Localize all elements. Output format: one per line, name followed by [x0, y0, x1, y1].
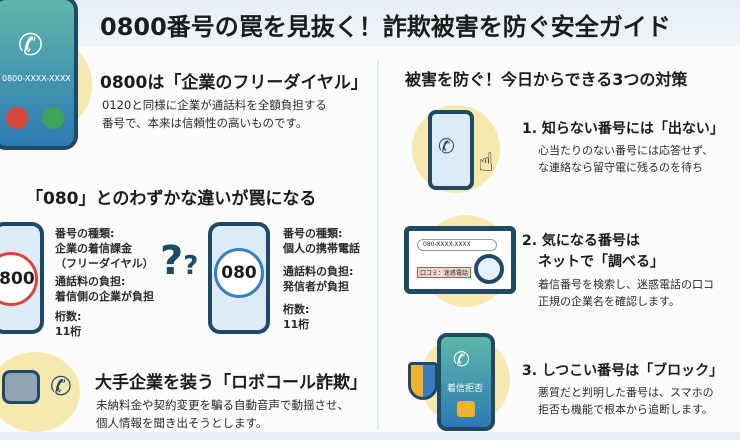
- spec-line: 番号の種類:: [283, 227, 343, 240]
- number-080-badge: 080: [214, 248, 264, 298]
- call-block-label: 着信拒否: [447, 384, 484, 394]
- pointing-hand-icon: ☝: [478, 148, 494, 178]
- phone-0800: 0800: [0, 222, 44, 334]
- decline-call-icon: [6, 107, 28, 129]
- hero-heading: 0800は「企業のフリーダイヤル」: [100, 73, 368, 93]
- column-divider: [377, 60, 379, 430]
- incoming-call-phone: ✆ 0800-XXXX-XXXX: [0, 0, 78, 150]
- phone-ringing-icon: ✆: [18, 28, 44, 63]
- phone-handset-icon: ✆: [50, 372, 72, 402]
- spec-line: 個人の携帯電話: [283, 242, 360, 255]
- tip-body-line: な連絡なら留守電に残るのを待ち: [538, 161, 703, 174]
- spec-line: 桁数:: [283, 303, 310, 316]
- review-tag: 口コミ：迷惑電話: [417, 267, 472, 278]
- title-bar: [0, 0, 740, 46]
- tip-3-body: 悪質だと判明した番号は、スマホの 拒否も機能で根本から追断します。: [538, 384, 714, 418]
- tip-2-body: 着信番号を検索し、迷惑電話の口コ 正規の企業名を確認します。: [538, 276, 714, 310]
- tip-1-title: 1. 知らない番号には「出ない」: [522, 121, 724, 137]
- spec-line: （フリーダイヤル）: [55, 257, 154, 270]
- phone-call-icon: ✆: [438, 134, 455, 158]
- robocall-body: 未納料金や契約変更を騙る自動音声で動揺させ、 個人情報を聞き出そうとします。: [96, 396, 349, 432]
- tip-3-title: 3. しつこい番号は「ブロック」: [522, 363, 724, 379]
- hero-body-line: 0120と同様に企業が通話料を全額負担する: [102, 98, 327, 112]
- spec-080: 番号の種類: 個人の携帯電話 通話料の負担: 発信者が負担 桁数: 11桁: [283, 226, 360, 332]
- accept-call-icon: [42, 107, 64, 129]
- tip-2-title-line2: ネットで「調べる」: [538, 254, 664, 270]
- tip-body-line: 拒否も機能で根本から追断します。: [538, 403, 713, 416]
- caller-number: 0800-XXXX-XXXX: [2, 74, 71, 83]
- tip-body-line: 着信番号を検索し、迷惑電話の口コ: [538, 278, 714, 291]
- phone-hand-icon: ✆: [428, 110, 474, 190]
- bottom-strip: [0, 432, 740, 440]
- hero-body-line: 番号で、本来は信頼性の高いものです。: [102, 116, 308, 130]
- tip-2-title-line1: 2. 気になる番号は: [522, 233, 640, 249]
- phone-080: 080: [208, 222, 270, 334]
- tip-body-line: 心当たりのない番号には応答せず、: [538, 144, 714, 157]
- spec-line: 通話料の負担:: [283, 265, 354, 278]
- search-box: 080-XXXX-XXXX: [417, 239, 497, 251]
- tips-heading: 被害を防ぐ！今日からできる3つの対策: [405, 70, 688, 89]
- spec-line: 番号の種類:: [55, 227, 115, 240]
- spec-line: 桁数:: [55, 310, 82, 323]
- magnifier-icon: [474, 254, 504, 284]
- robot-icon: [2, 370, 40, 404]
- question-marks-icon: ??: [160, 238, 199, 284]
- spec-0800: 番号の種類: 企業の着信課金 （フリーダイヤル） 通話料の負担: 着信側の企業が…: [55, 226, 154, 339]
- spec-line: 11桁: [283, 318, 310, 331]
- spec-line: 発信者が負担: [283, 280, 349, 293]
- spec-line: 通話料の負担:: [55, 275, 126, 288]
- tip-body-line: 悪質だと判明した番号は、スマホの: [538, 386, 714, 399]
- robocall-body-line: 個人情報を聞き出そうとします。: [96, 416, 268, 430]
- spec-line: 11桁: [55, 325, 82, 338]
- page-title: 0800番号の罠を見抜く！詐欺被害を防ぐ安全ガイド: [100, 13, 671, 41]
- hero-body: 0120と同様に企業が通話料を全額負担する 番号で、本来は信頼性の高いものです。: [102, 96, 327, 132]
- tip-body-line: 正規の企業名を確認します。: [538, 295, 680, 308]
- blocking-phone-icon: ✆ 着信拒否: [437, 333, 495, 431]
- lock-icon: [457, 401, 475, 417]
- shield-icon: [408, 362, 438, 400]
- phone-call-icon: ✆: [453, 347, 470, 371]
- compare-heading: 「080」とのわずかな違いが罠になる: [26, 189, 317, 209]
- robocall-body-line: 未納料金や契約変更を騙る自動音声で動揺させ、: [96, 398, 349, 412]
- spec-line: 着信側の企業が負担: [55, 290, 154, 303]
- robocall-heading: 大手企業を装う「ロボコール詐欺」: [95, 373, 367, 393]
- number-0800-badge: 0800: [0, 252, 38, 306]
- spec-line: 企業の着信課金: [55, 242, 132, 255]
- tip-1-body: 心当たりのない番号には応答せず、 な連絡なら留守電に残るのを待ち: [538, 142, 713, 176]
